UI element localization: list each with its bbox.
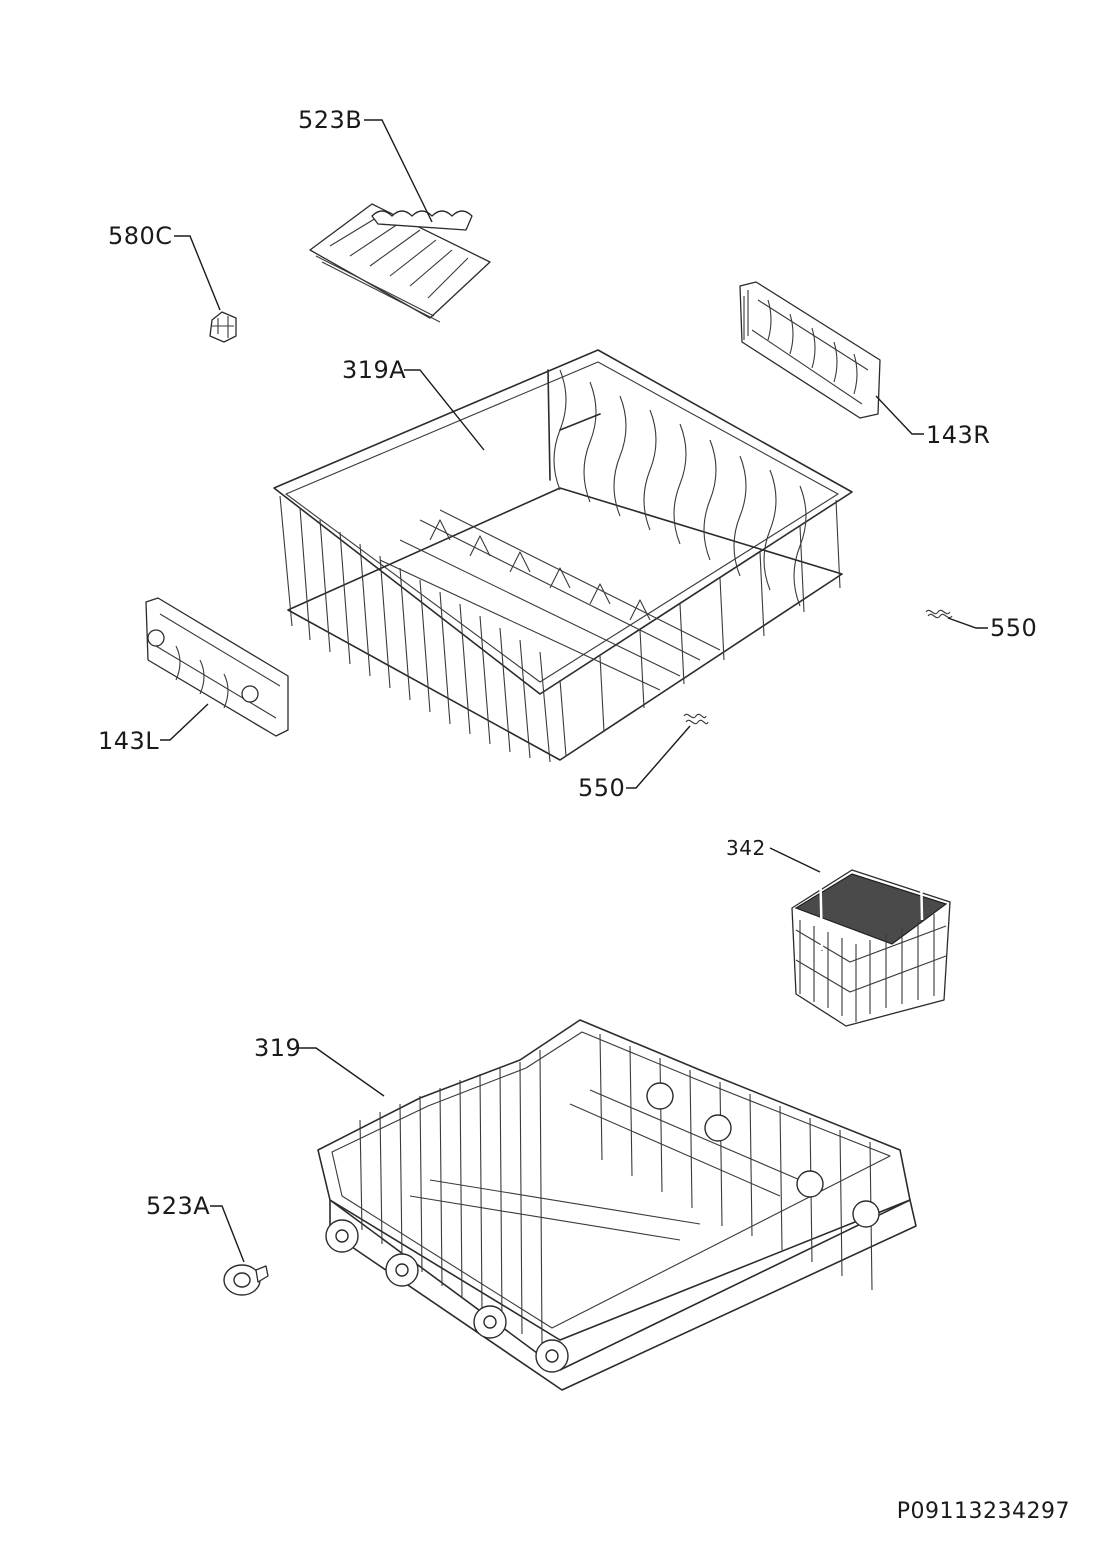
leader-523A [210, 1205, 245, 1263]
part-319-drawing [317, 1019, 917, 1391]
label-550-lower: 550 [578, 774, 625, 802]
leader-319 [298, 1047, 385, 1097]
part-580C-drawing [209, 311, 237, 343]
part-523B-drawing [309, 203, 491, 323]
leader-143R [875, 395, 924, 435]
leader-342 [769, 847, 821, 873]
part-550-spring-lower-drawing [683, 713, 709, 725]
label-580C: 580C [108, 222, 173, 250]
part-143L-drawing [145, 597, 289, 737]
part-143R-drawing [739, 281, 881, 419]
part-523A-drawing [223, 1264, 269, 1296]
leader-143L [160, 703, 209, 741]
leader-523B [364, 119, 433, 223]
label-523A: 523A [146, 1192, 210, 1220]
label-319A: 319A [342, 356, 406, 384]
label-319: 319 [254, 1034, 301, 1062]
part-342-drawing [791, 809, 951, 1027]
label-550-right: 550 [990, 614, 1037, 642]
leader-lines [160, 119, 988, 1263]
leader-550-right [947, 617, 988, 629]
part-550-spring-right-drawing [925, 609, 953, 619]
label-523B: 523B [298, 106, 362, 134]
leader-580C [174, 235, 221, 311]
document-number: P09113234297 [896, 1499, 1070, 1524]
part-319A-drawing [273, 349, 853, 763]
leader-319A [404, 369, 485, 451]
label-143R: 143R [926, 421, 990, 449]
label-143L: 143L [98, 727, 159, 755]
leader-550-lower [626, 725, 691, 789]
label-342: 342 [726, 836, 766, 860]
